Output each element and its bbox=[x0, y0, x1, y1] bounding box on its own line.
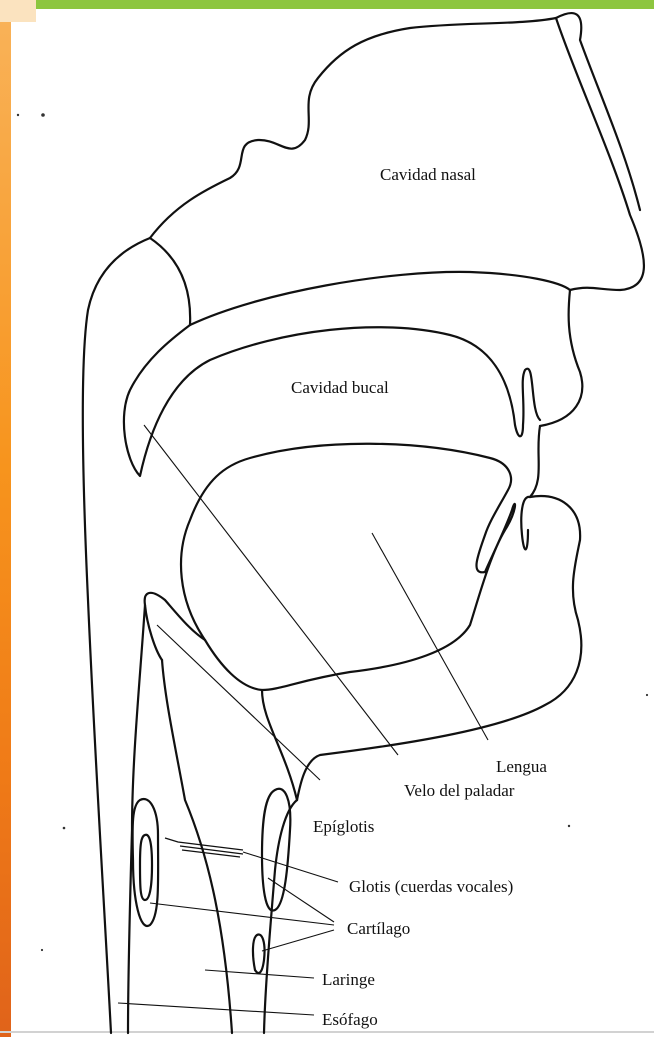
label-oral-cavity: Cavidad bucal bbox=[291, 378, 389, 397]
label-esophagus: Esófago bbox=[322, 1010, 378, 1029]
leader-epiglottis bbox=[157, 625, 320, 780]
scan-speck bbox=[17, 114, 19, 116]
cartilage-right-upper bbox=[262, 789, 290, 911]
vocal-cords bbox=[165, 838, 243, 850]
scan-speck bbox=[41, 949, 43, 951]
esophagus-front-wall bbox=[128, 605, 145, 1033]
label-epiglottis: Epíglotis bbox=[313, 817, 374, 836]
cartilage-left-inner bbox=[140, 835, 152, 900]
leader-soft-palate bbox=[144, 425, 398, 755]
adenoid-curve bbox=[150, 238, 190, 325]
upper-lip bbox=[540, 290, 582, 426]
leader-cartilage-right-lower bbox=[262, 930, 334, 951]
leader-esophagus bbox=[118, 1003, 314, 1015]
label-glottis: Glotis (cuerdas vocales) bbox=[349, 877, 513, 896]
leader-tongue bbox=[372, 533, 488, 740]
lower-incisor bbox=[521, 497, 530, 550]
label-cartilage: Cartílago bbox=[347, 919, 410, 938]
nose-bridge-outline bbox=[556, 13, 640, 210]
larynx-anterior-wall bbox=[262, 690, 297, 800]
label-tongue: Lengua bbox=[496, 757, 547, 776]
palate-outline bbox=[124, 325, 540, 476]
larynx-posterior-wall bbox=[162, 660, 232, 1033]
label-nasal-cavity: Cavidad nasal bbox=[380, 165, 476, 184]
tongue-outline bbox=[181, 444, 515, 690]
scan-speck bbox=[568, 825, 570, 827]
scan-speck bbox=[63, 827, 66, 830]
leader-glottis bbox=[243, 852, 338, 882]
scan-speck bbox=[646, 694, 648, 696]
nasal-floor bbox=[190, 272, 570, 325]
leader-larynx bbox=[205, 970, 314, 978]
cartilage-left-outer bbox=[133, 799, 159, 926]
label-larynx: Laringe bbox=[322, 970, 375, 989]
posterior-pharynx-wall bbox=[83, 238, 150, 1033]
cartilage-right-lower bbox=[253, 934, 265, 973]
leader-cartilage-right-upper bbox=[268, 878, 334, 922]
lower-lip-chin bbox=[297, 426, 581, 800]
label-soft-palate: Velo del paladar bbox=[404, 781, 515, 800]
anterior-throat-wall bbox=[264, 800, 297, 1033]
leader-cartilage-left bbox=[150, 903, 334, 925]
scan-speck bbox=[41, 113, 45, 117]
nasal-cavity-outline bbox=[150, 18, 644, 290]
vocal-cords-hatch bbox=[180, 846, 243, 857]
